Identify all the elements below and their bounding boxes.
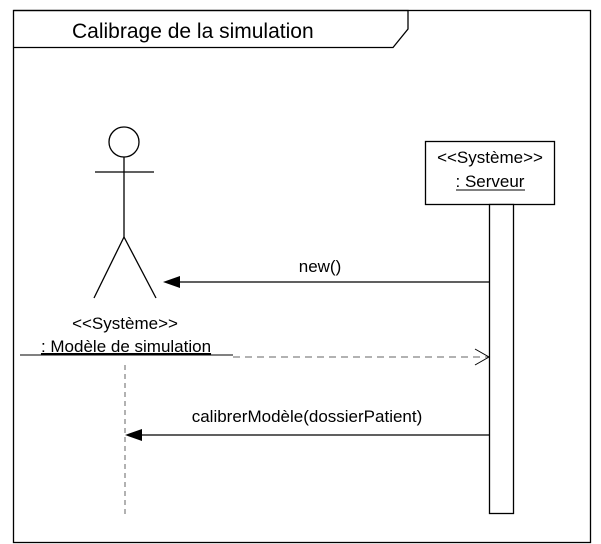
frame-title-tab (13, 9, 409, 49)
server-name: : Serveur (456, 172, 525, 191)
actor-figure (93, 126, 157, 299)
message-return-arrowhead (474, 348, 491, 366)
message-calibrer-label: calibrerModèle(dossierPatient) (192, 407, 423, 426)
server-activation-bar (488, 203, 515, 515)
server-stereotype: <<Système>> (437, 148, 543, 167)
frame-title: Calibrage de la simulation (72, 20, 314, 43)
message-calibrer-arrowhead (125, 429, 142, 441)
server-lifeline-box (424, 140, 556, 206)
message-new-arrowhead (163, 276, 180, 288)
actor-name: : Modèle de simulation (41, 337, 211, 356)
message-new-label: new() (299, 257, 342, 276)
actor-stereotype: <<Système>> (72, 314, 178, 333)
